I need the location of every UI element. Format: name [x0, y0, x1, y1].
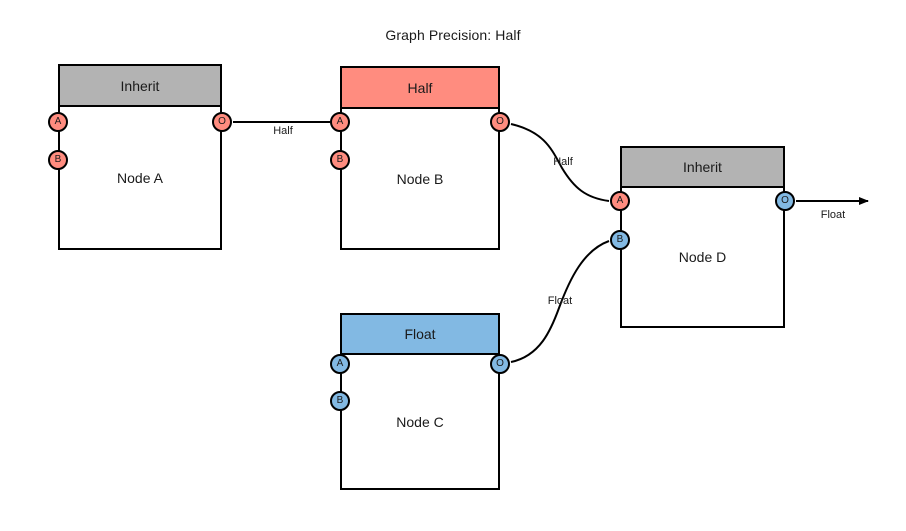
- edge-b-to-d-label: Half: [553, 156, 573, 168]
- node-d-port-a[interactable]: A: [610, 191, 630, 211]
- edge-c-to-d-label: Float: [547, 295, 573, 307]
- node-b-port-a[interactable]: A: [330, 112, 350, 132]
- node-d-body: Node D: [678, 249, 727, 265]
- node-a-port-a[interactable]: A: [48, 112, 68, 132]
- node-d-port-o[interactable]: O: [775, 191, 795, 211]
- node-b-port-b[interactable]: B: [330, 150, 350, 170]
- node-b-body: Node B: [396, 170, 444, 187]
- edge-a-to-b-label: Half: [273, 125, 293, 137]
- node-d-header: Inherit: [622, 148, 783, 188]
- node-c-body: Node C: [396, 413, 444, 430]
- node-b-port-o[interactable]: O: [490, 112, 510, 132]
- node-c-header: Float: [342, 315, 498, 355]
- node-c-port-a[interactable]: A: [330, 354, 350, 374]
- edge-d-output-label: Float: [820, 209, 846, 221]
- edge-b-to-d[interactable]: [510, 123, 610, 202]
- node-a-body: Node A: [117, 169, 163, 186]
- edge-c-to-d[interactable]: [510, 240, 610, 363]
- node-d-port-b[interactable]: B: [610, 230, 630, 250]
- node-a-port-b[interactable]: B: [48, 150, 68, 170]
- node-a-header: Inherit: [60, 66, 220, 107]
- node-b-header: Half: [342, 68, 498, 109]
- node-c-port-o[interactable]: O: [490, 354, 510, 374]
- page-title: Graph Precision: Half: [385, 27, 521, 43]
- node-c-port-b[interactable]: B: [330, 391, 350, 411]
- node-a-port-o[interactable]: O: [212, 112, 232, 132]
- edge-paths: [233, 121, 869, 363]
